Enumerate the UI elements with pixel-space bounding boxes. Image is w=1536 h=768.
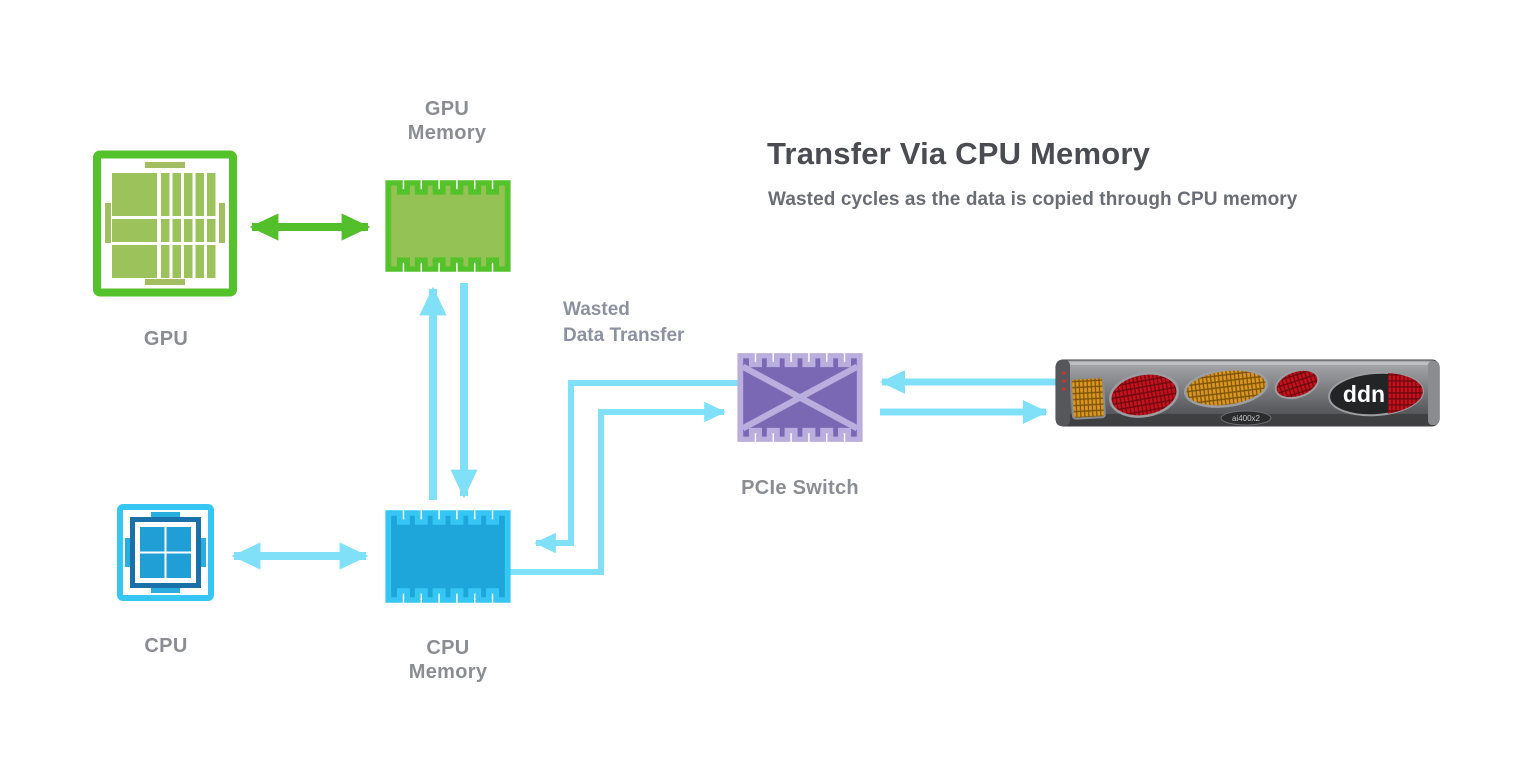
pcie-switch-chip-icon <box>737 353 863 442</box>
model-badge <box>1220 410 1272 426</box>
gpu-label: GPU <box>143 328 189 350</box>
cpu-chip-icon <box>117 504 214 601</box>
cpu-memory-label: CPU Memory <box>409 636 488 684</box>
page-subtitle: Wasted cycles as the data is copied thro… <box>768 189 1298 210</box>
led-dot <box>1062 371 1066 375</box>
arrow-pcie-to-cpumem-icon <box>534 380 760 554</box>
cpu-memory-label-line2: Memory <box>408 661 488 683</box>
gpu-memory-label-line2: Memory <box>407 122 487 144</box>
gpu-memory-label-line1: GPU <box>424 98 470 120</box>
gpu-memory-chip-icon <box>385 180 511 272</box>
amber-vent <box>1183 368 1269 408</box>
ddn-brand-text: ddn <box>1343 381 1385 407</box>
pcie-switch-label: PCIe Switch <box>741 477 859 499</box>
storage-appliance: ddn ai400x2 <box>1055 359 1440 427</box>
led-dot <box>1062 379 1066 383</box>
arrow-cpumem-to-pcie-icon <box>510 401 726 575</box>
gpu-chip-icon <box>93 150 237 297</box>
red-vent <box>1274 368 1320 400</box>
cpu-memory-label-line1: CPU <box>426 637 470 659</box>
gpu-memory-label: GPU Memory <box>408 97 487 145</box>
wasted-label-line1: Wasted <box>563 299 630 320</box>
red-vent <box>1109 372 1179 418</box>
model-badge-text: ai400x2 <box>1232 414 1261 423</box>
cpu-label: CPU <box>144 635 188 657</box>
led-dot <box>1062 387 1066 391</box>
wasted-data-transfer-label: Wasted Data Transfer <box>563 297 684 349</box>
page-title: Transfer Via CPU Memory <box>767 136 1151 171</box>
cpu-memory-chip-icon <box>385 510 511 603</box>
wasted-label-line2: Data Transfer <box>563 325 685 346</box>
amber-vent <box>1070 376 1106 420</box>
